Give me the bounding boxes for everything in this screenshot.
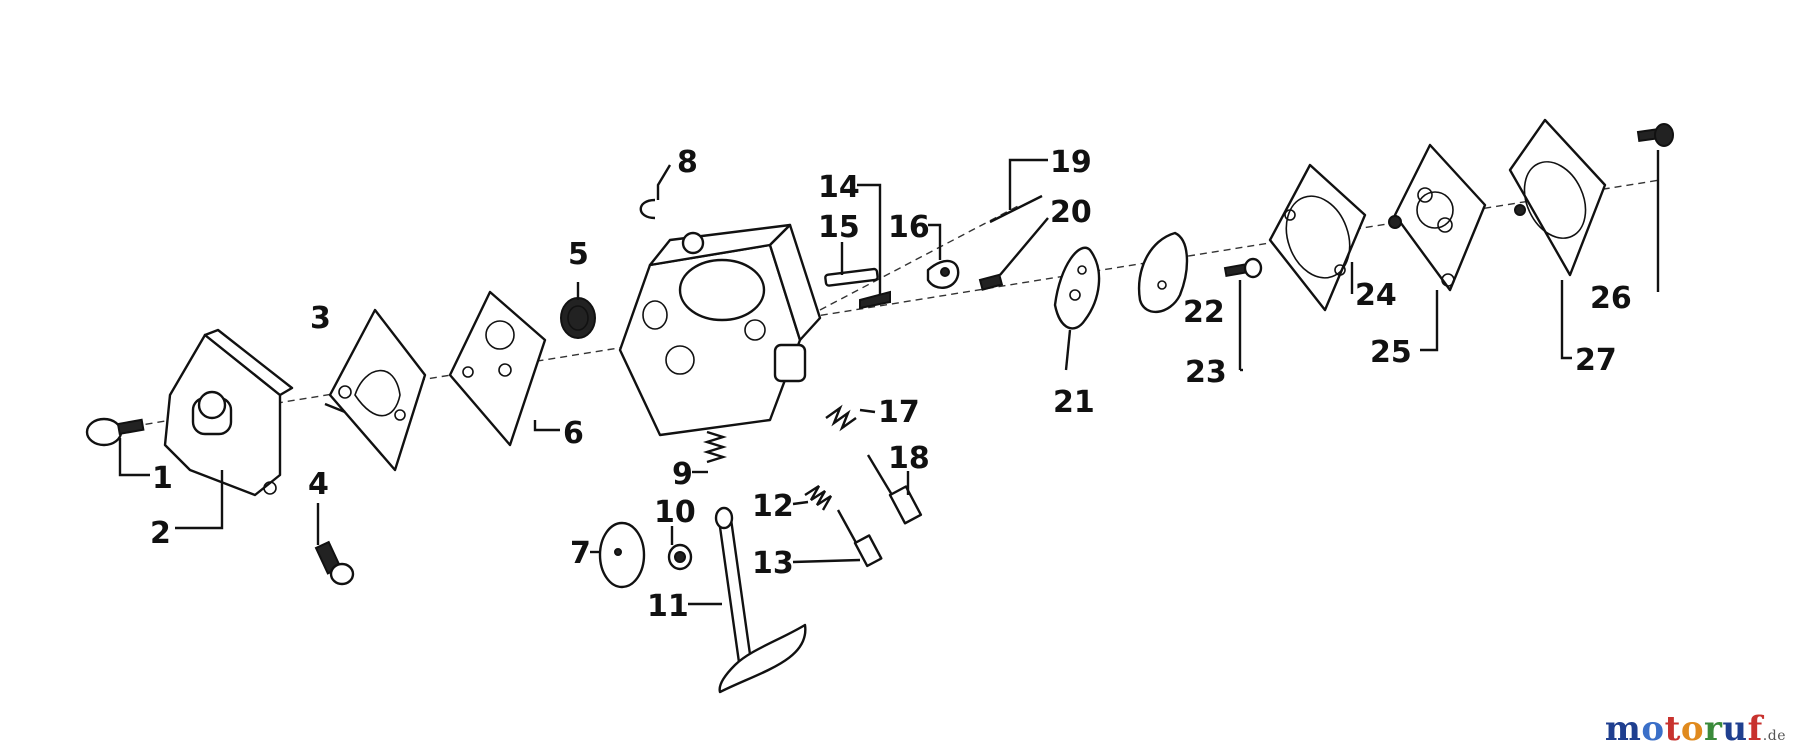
callout-labels: 1 2 3 4 5 6 7 8 9 10 11 12 13 14 15 16 1… bbox=[150, 145, 1632, 624]
callout-19: 19 bbox=[1050, 145, 1092, 180]
callout-23: 23 bbox=[1185, 355, 1227, 390]
callout-6: 6 bbox=[563, 416, 584, 451]
callout-1: 1 bbox=[152, 461, 173, 496]
leader-lines bbox=[118, 150, 1660, 606]
callout-7: 7 bbox=[570, 536, 591, 571]
part-20-screw bbox=[978, 273, 1004, 291]
carburetor-body bbox=[618, 223, 822, 437]
part-7-disc bbox=[598, 521, 646, 589]
part-6-diaphragm bbox=[448, 290, 547, 447]
callout-20: 20 bbox=[1050, 195, 1092, 230]
callout-22: 22 bbox=[1183, 295, 1225, 330]
part-8-clip bbox=[639, 198, 656, 220]
part-15-pin bbox=[824, 267, 879, 287]
part-23-screw bbox=[1223, 257, 1263, 279]
watermark-letter: t bbox=[1664, 709, 1681, 749]
part-11-lever bbox=[714, 506, 807, 694]
part-16-lever bbox=[926, 259, 960, 289]
callout-24: 24 bbox=[1355, 278, 1397, 313]
watermark-letter: m bbox=[1604, 709, 1642, 749]
part-10-pin bbox=[667, 543, 693, 571]
part-22-plate bbox=[1137, 231, 1189, 314]
callout-16: 16 bbox=[888, 210, 930, 245]
part-24-gasket bbox=[1268, 163, 1367, 312]
watermark-logo: motoruf.de bbox=[1605, 709, 1786, 749]
callout-12: 12 bbox=[752, 489, 794, 524]
callout-21: 21 bbox=[1053, 385, 1095, 420]
watermark-tld: .de bbox=[1762, 728, 1786, 744]
callout-14: 14 bbox=[818, 170, 860, 205]
callout-18: 18 bbox=[888, 441, 930, 476]
part-12-spring bbox=[804, 484, 833, 511]
callout-8: 8 bbox=[677, 145, 698, 180]
watermark-letter: o bbox=[1641, 709, 1665, 749]
callout-9: 9 bbox=[672, 457, 693, 492]
watermark-letter: f bbox=[1747, 709, 1763, 749]
part-21-plate bbox=[1053, 246, 1101, 330]
part-19-shaft bbox=[989, 194, 1043, 224]
watermark-letter: u bbox=[1722, 709, 1748, 749]
callout-15: 15 bbox=[818, 210, 860, 245]
part-3-gasket bbox=[328, 308, 427, 472]
part-27-cover bbox=[1508, 118, 1607, 277]
callout-3: 3 bbox=[310, 301, 331, 336]
callout-5: 5 bbox=[568, 237, 589, 272]
callout-4: 4 bbox=[308, 467, 329, 502]
part-25-pump-body bbox=[1388, 143, 1487, 292]
watermark-letter: o bbox=[1680, 709, 1704, 749]
part-2-cover bbox=[163, 328, 294, 497]
callout-11: 11 bbox=[647, 589, 689, 624]
part-18-needle-screw bbox=[866, 454, 923, 525]
callout-2: 2 bbox=[150, 516, 171, 551]
needle-axis bbox=[819, 204, 1021, 311]
part-9-spring bbox=[702, 430, 728, 464]
callout-17: 17 bbox=[878, 395, 920, 430]
part-17-spring bbox=[825, 404, 857, 432]
callout-10: 10 bbox=[654, 495, 696, 530]
part-5-filter bbox=[560, 297, 596, 339]
callout-25: 25 bbox=[1370, 335, 1412, 370]
callout-13: 13 bbox=[752, 546, 794, 581]
part-13-needle-screw bbox=[836, 509, 883, 568]
part-1-screw bbox=[85, 417, 145, 447]
callout-26: 26 bbox=[1590, 281, 1632, 316]
part-4-screw bbox=[314, 540, 355, 586]
watermark-letter: r bbox=[1704, 709, 1723, 749]
callout-27: 27 bbox=[1575, 343, 1617, 378]
part-26-screw bbox=[1636, 123, 1674, 147]
